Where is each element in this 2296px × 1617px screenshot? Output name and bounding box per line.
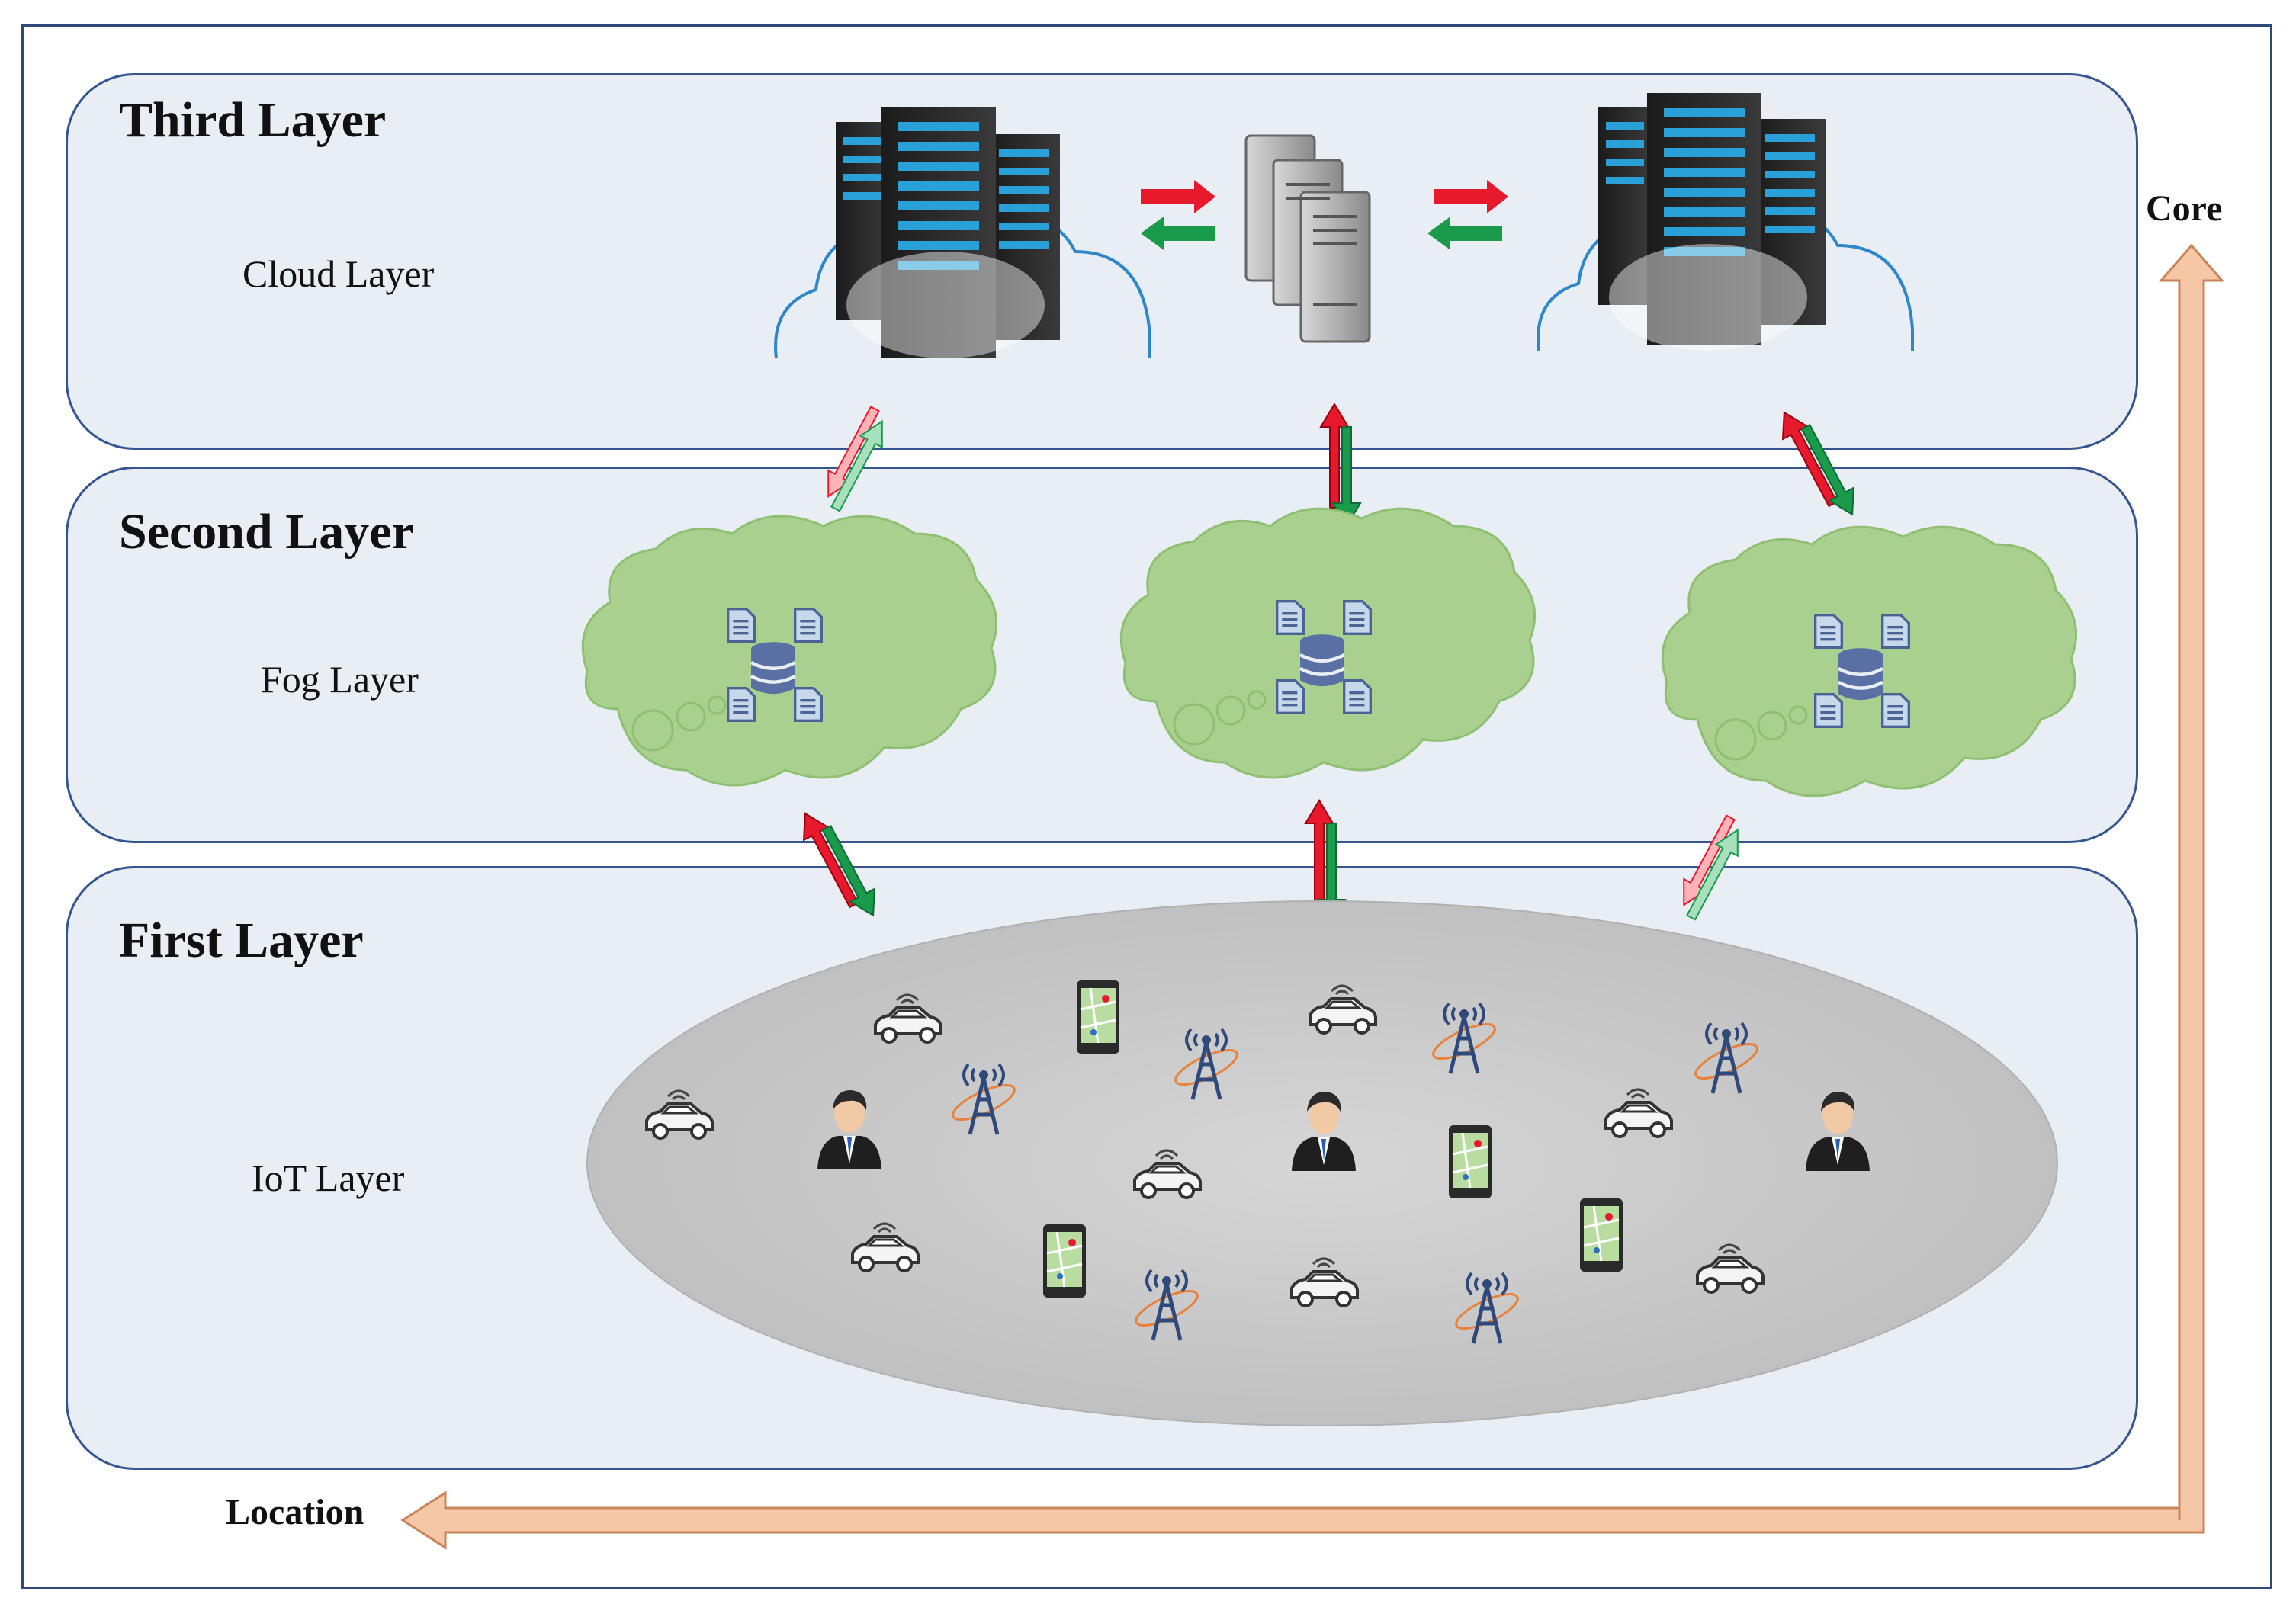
link-arrows-fog-iot (802, 799, 1739, 924)
smartphone-map-icon (1578, 1197, 1624, 1273)
core-location-axis (400, 243, 2225, 1550)
diagram-frame (21, 24, 2272, 1589)
fog-node-center-icon (1119, 507, 1537, 779)
server-cluster-icon (1244, 134, 1371, 343)
cloud-datacenter-right-icon (1537, 93, 1914, 351)
cloud-exchange-arrows-left (1141, 180, 1215, 250)
cloud-exchange-arrows-right (1427, 180, 1508, 250)
cloud-datacenter-left-icon (774, 107, 1151, 359)
cloud-layer-label: Cloud Layer (242, 252, 435, 295)
fog-node-left-icon (581, 515, 998, 787)
fog-node-right-icon (1661, 525, 2078, 797)
link-arrows-cloud-fog (827, 403, 1854, 528)
second-layer-title: Second Layer (119, 504, 414, 560)
fog-layer-label: Fog Layer (261, 658, 419, 701)
iot-layer-label: IoT Layer (252, 1157, 405, 1199)
core-axis-label: Core (2146, 188, 2223, 229)
third-layer-title: Third Layer (119, 92, 387, 148)
first-layer-title: First Layer (119, 913, 364, 968)
smartphone-map-icon (1075, 979, 1121, 1055)
smartphone-map-icon (1447, 1124, 1493, 1200)
smartphone-map-icon (1042, 1223, 1087, 1299)
location-axis-label: Location (226, 1492, 364, 1532)
